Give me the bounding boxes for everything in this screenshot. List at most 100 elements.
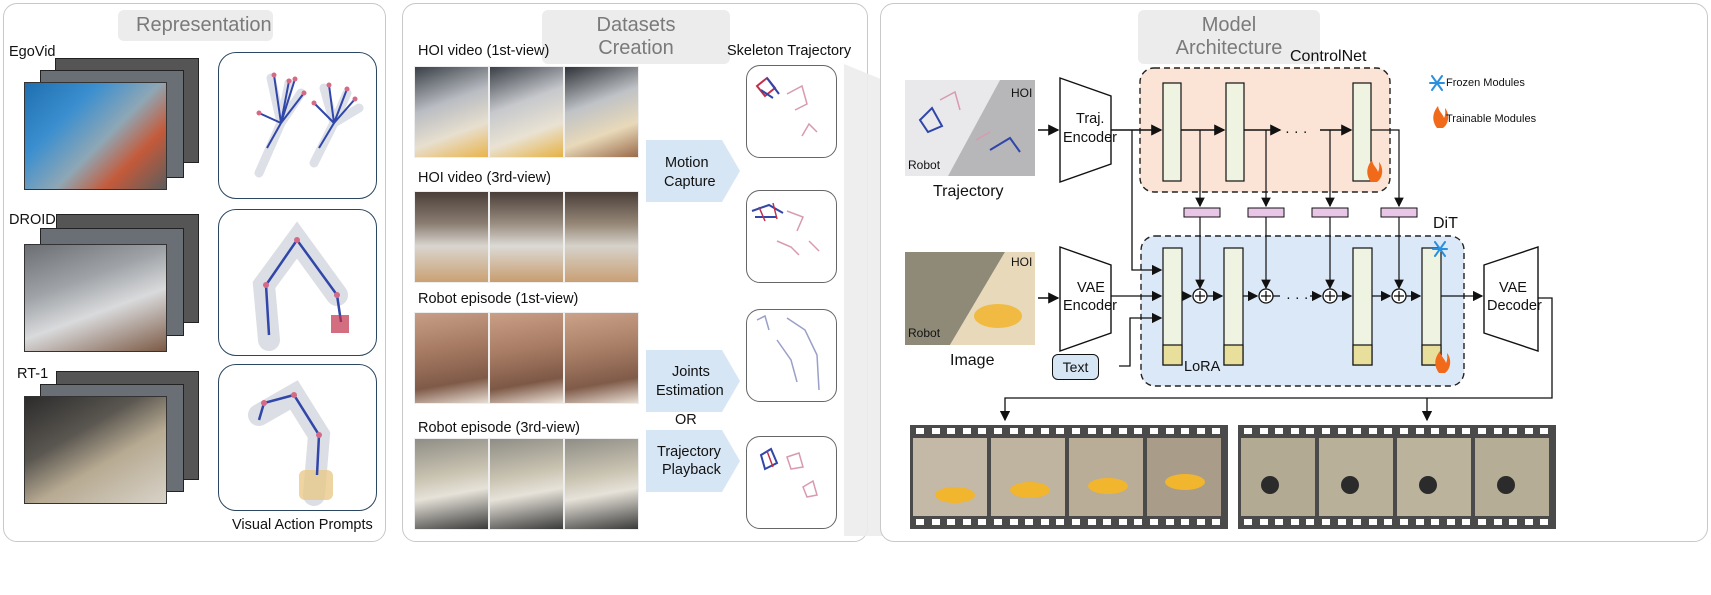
or-label: OR — [675, 412, 697, 428]
sprocket-hole — [1025, 519, 1034, 525]
vae-decoder-label-2: Decoder — [1487, 298, 1542, 314]
vae-decoder-label-1: VAE — [1499, 280, 1527, 296]
skeleton-card-hoi-1st — [746, 65, 837, 158]
sprocket-hole — [1306, 428, 1315, 434]
flame-icon — [1435, 351, 1451, 373]
skeleton-drawing — [751, 202, 820, 256]
robot-tag-image: Robot — [908, 326, 941, 340]
sprocket-hole — [1306, 519, 1315, 525]
hoi-tag-trajectory: HOI — [1011, 86, 1033, 100]
sprocket-hole — [1462, 519, 1471, 525]
sprocket-hole — [1431, 519, 1440, 525]
sprocket-hole — [1009, 428, 1018, 434]
hand-skeleton-illustration — [254, 72, 364, 178]
model-title: Model Architecture — [1138, 10, 1320, 64]
skeleton-card-robot-3rd — [746, 436, 837, 529]
sprocket-hole — [1196, 428, 1205, 434]
sprocket-hole — [1322, 428, 1330, 434]
sprocket-hole — [1118, 428, 1127, 434]
row-label-hoi-3rd: HOI video (3rd-view) — [418, 170, 551, 186]
dit-block-1 — [1162, 247, 1183, 366]
sprocket-hole — [1181, 519, 1190, 525]
dit-block-2 — [1223, 247, 1244, 366]
sprocket-hole — [1150, 428, 1158, 434]
sprocket-hole — [1134, 428, 1143, 434]
sprocket-hole — [1446, 428, 1455, 434]
skeleton-card-robot-1st — [746, 309, 837, 402]
sprocket-hole — [1524, 519, 1533, 525]
sprocket-hole — [1040, 519, 1049, 525]
sprocket-hole — [1134, 519, 1143, 525]
motion-capture-arrow — [646, 140, 740, 202]
sprocket-hole — [994, 428, 1002, 434]
joints-estimation-arrow — [646, 350, 740, 412]
traj-encoder-block — [1059, 77, 1112, 183]
video-frame — [564, 191, 639, 283]
rt1-skeleton-illustration — [248, 380, 333, 506]
sprocket-hole — [1150, 519, 1158, 525]
skeleton-trajectory-title: Skeleton Trajectory — [727, 43, 852, 59]
sprocket-hole — [1337, 428, 1346, 434]
sprocket-hole — [1009, 519, 1018, 525]
sprocket-hole — [1493, 428, 1502, 434]
source-label-egovid: EgoVid — [9, 44, 56, 60]
output-filmstrip-robot — [1238, 425, 1556, 529]
text-input-label: Text — [1062, 359, 1089, 375]
source-label-rt1: RT-1 — [17, 366, 49, 382]
dit-ellipsis: · · · — [1286, 290, 1309, 306]
sprocket-hole — [1259, 519, 1268, 525]
sprocket-hole — [1244, 519, 1252, 525]
sprocket-hole — [1072, 428, 1080, 434]
sprocket-hole — [1478, 519, 1486, 525]
lora-label: LoRA — [1184, 359, 1221, 375]
sprocket-hole — [962, 519, 971, 525]
sprocket-hole — [1462, 428, 1471, 434]
flame-icon — [1367, 160, 1383, 182]
traj-encoder-label-2: Encoder — [1063, 130, 1118, 146]
image-caption: Image — [950, 352, 995, 369]
flame-icon — [1433, 106, 1449, 128]
trajectory-playback-label-2: Playback — [662, 462, 721, 478]
vae-encoder-label-1: VAE — [1077, 280, 1105, 296]
video-frame — [489, 312, 564, 404]
sprocket-hole — [1384, 519, 1393, 525]
sprocket-hole — [1118, 519, 1127, 525]
row-label-robot-1st: Robot episode (1st-view) — [418, 291, 579, 307]
sprocket-hole — [1509, 428, 1518, 434]
sprocket-hole — [1431, 428, 1440, 434]
sprocket-hole — [1165, 519, 1174, 525]
sprocket-hole — [916, 519, 924, 525]
datasets-title: Datasets Creation — [542, 10, 730, 64]
sprocket-hole — [1368, 428, 1377, 434]
representation-title: Representation — [118, 10, 273, 41]
skeleton-drawing — [756, 314, 820, 391]
hoi-tag-image: HOI — [1011, 255, 1033, 269]
traj-encoder-label-1: Traj. — [1076, 111, 1105, 127]
trajectory-thumbnail — [905, 80, 1035, 176]
sprocket-hole — [1290, 428, 1299, 434]
dit-region — [1140, 235, 1465, 387]
visual-action-prompts-caption: Visual Action Prompts — [232, 517, 373, 533]
vae-encoder-block — [1059, 246, 1112, 352]
rt1-skeleton-card — [218, 364, 377, 511]
sprocket-hole — [931, 519, 940, 525]
egovid-frame — [24, 82, 167, 190]
sprocket-hole — [1493, 519, 1502, 525]
rt1-frame — [24, 396, 167, 504]
motion-capture-label-1: Motion — [665, 155, 709, 171]
output-filmstrip-hoi — [910, 425, 1228, 529]
model-architecture-diagram — [905, 67, 1556, 529]
image-thumbnail — [905, 252, 1035, 345]
joints-estimation-label-1: Joints — [672, 364, 710, 380]
sprocket-hole — [916, 428, 924, 434]
dit-block-4 — [1421, 247, 1442, 366]
sprocket-hole — [1478, 428, 1486, 434]
sprocket-hole — [1025, 428, 1034, 434]
sprocket-hole — [1259, 428, 1268, 434]
controlnet-ellipsis: · · · — [1285, 124, 1308, 140]
legend-frozen: Frozen Modules — [1446, 77, 1525, 89]
skeleton-card-hoi-3rd — [746, 190, 837, 283]
sprocket-hole — [1072, 519, 1080, 525]
video-frame — [564, 312, 639, 404]
dit-block-3 — [1352, 247, 1373, 366]
